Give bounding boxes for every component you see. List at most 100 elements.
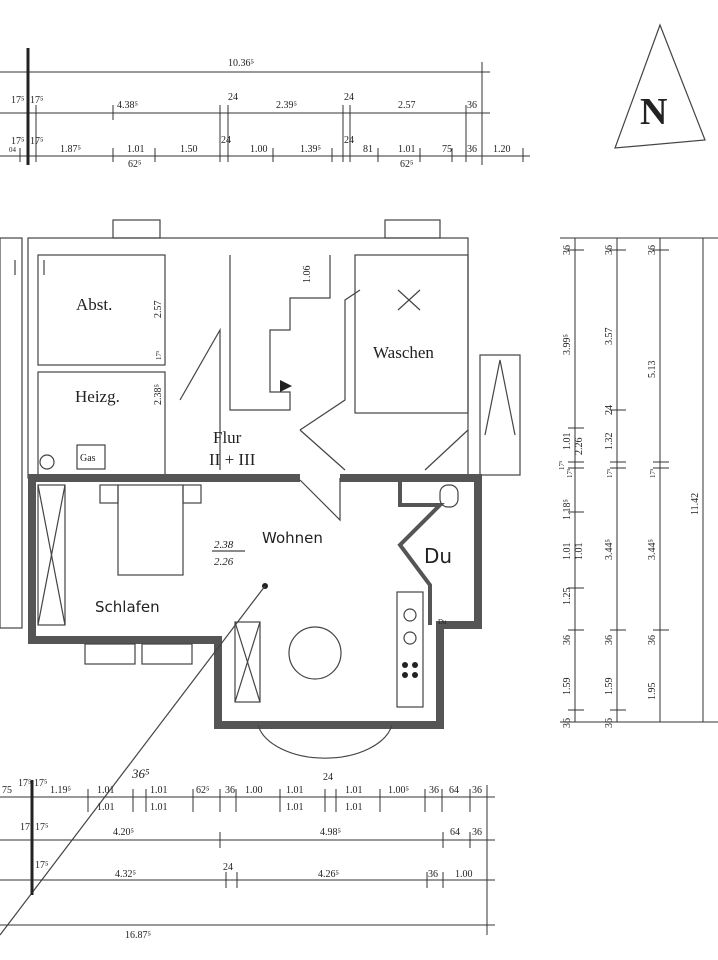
dim-label: 04 [9,146,17,154]
dim-label: 4.32⁵ [115,869,136,880]
dim-label: 1.32 [604,433,615,451]
dim-label: 17⁵ [606,468,614,478]
dim-label: 1.01 [150,785,168,796]
dim-label: 1.00 [245,785,263,796]
dim-label: 1.01 [562,543,573,561]
dim-label: 24 [344,135,354,146]
dim-label: 1.01 [97,785,115,796]
dim-label: 1.95 [647,683,658,701]
stair-arrow-icon [280,380,292,392]
dim-label: 1.01 [345,802,363,813]
dim-label: 3.57 [604,328,615,346]
dim-label: 17⁵ [558,460,566,470]
dim-label: 36 [472,785,482,796]
dim-label: 17⁵ [18,778,32,789]
dim-label: 1.00 [455,869,473,880]
dim-label: 1.01 [286,802,304,813]
dim-label: 3.44⁵ [647,539,658,560]
dim-label: 2.38⁵ [153,384,164,405]
dim-label: 16.87⁵ [125,930,151,941]
dim-label: 11.42 [690,493,701,515]
dim-label: 4.20⁵ [113,827,134,838]
exterior-wall [28,474,482,729]
dim-label: 62⁵ [400,159,414,170]
toilet-icon [439,484,459,508]
room-labels: Abst. Heizg. Gas Flur II + III Waschen W… [75,266,452,782]
dim-label: 36 [562,245,573,255]
dim-label: 24 [221,135,231,146]
dim-label: 36 [604,635,615,645]
ceiling-height-bottom: 2.26 [214,556,234,568]
lower-wing [0,473,482,936]
dim-label: 36 [647,245,658,255]
dim-label: 1.50 [180,144,198,155]
dim-label: 24 [344,92,354,103]
dim-label: 17⁵ [155,350,163,360]
dim-label: 17⁵ [11,136,25,147]
dim-label: 1.39⁵ [300,144,321,155]
room-abst [37,254,166,366]
dim-label: 3.99⁵ [562,334,573,355]
dim-label: 24 [223,862,233,873]
dim-label: 2.39⁵ [276,100,297,111]
dim-label: 1.01 [345,785,363,796]
bay-window [257,724,393,759]
dim-label: 1.20 [493,144,511,155]
dim-label: 17⁵ [20,822,34,833]
dim-label: 36 [562,635,573,645]
dim-label: 1.00⁵ [388,785,409,796]
room-waschen [354,254,469,414]
dim-label: 81 [363,144,373,155]
dim-label: 1.01 [574,543,585,561]
wardrobe [37,484,66,626]
dim-label: 64 [450,827,460,838]
dim-label: 1.01 [127,144,145,155]
ceiling-height-top: 2.38 [214,539,234,551]
dim-label: 1.59 [604,678,615,696]
dim-label: 17⁵ [30,95,44,106]
window [112,219,161,239]
dim-label: 36 [467,100,477,111]
dim-label: 17⁵ [11,95,25,106]
dim-label: 4.98⁵ [320,827,341,838]
boiler-icon [39,454,55,470]
dim-label: 3.44⁵ [604,539,615,560]
dim-label: 4.26⁵ [318,869,339,880]
dim-label: 36 [647,635,658,645]
top-dimensions: 10.36⁵ 17⁵ 17⁵ 4.38⁵ 24 2.39⁵ 24 2.57 36… [0,48,530,170]
dim-label: 10.36⁵ [228,58,254,69]
dim-label: 17⁵ [30,136,44,147]
dim-label: 5.13 [647,361,658,379]
dim-label: 36 [562,718,573,728]
door [299,478,341,522]
bath-wall [397,478,445,625]
dim-label: 1.01 [562,433,573,451]
dim-label: 24 [228,92,238,103]
room-label-waschen: Waschen [373,343,434,362]
room-label-heizg: Heizg. [75,387,120,406]
section-line [0,585,266,936]
north-arrow-triangle-icon [614,23,706,149]
dim-label: 2.26 [574,438,585,456]
dim-label: 17⁵ [35,822,49,833]
dining-table [288,626,342,680]
dim-label: 62⁵ [128,159,142,170]
north-label: N [640,91,667,133]
dim-label: 1.01 [97,802,115,813]
room-label-flur-sub: II + III [209,450,256,469]
room-label-flur: Flur [213,428,242,447]
room-label-du: Du [424,544,452,568]
dim-label: 75 [442,144,452,155]
room-label-du-small: Du [438,618,447,626]
bed [117,484,184,576]
balcony-box [84,643,136,665]
dim-label: 1.00 [250,144,268,155]
dim-label: 2.57 [398,100,416,111]
dim-label: 36 [429,785,439,796]
dim-label: 75 [2,785,12,796]
dim-label: 36 [428,869,438,880]
room-label-schlafen: Schlafen [95,598,160,616]
